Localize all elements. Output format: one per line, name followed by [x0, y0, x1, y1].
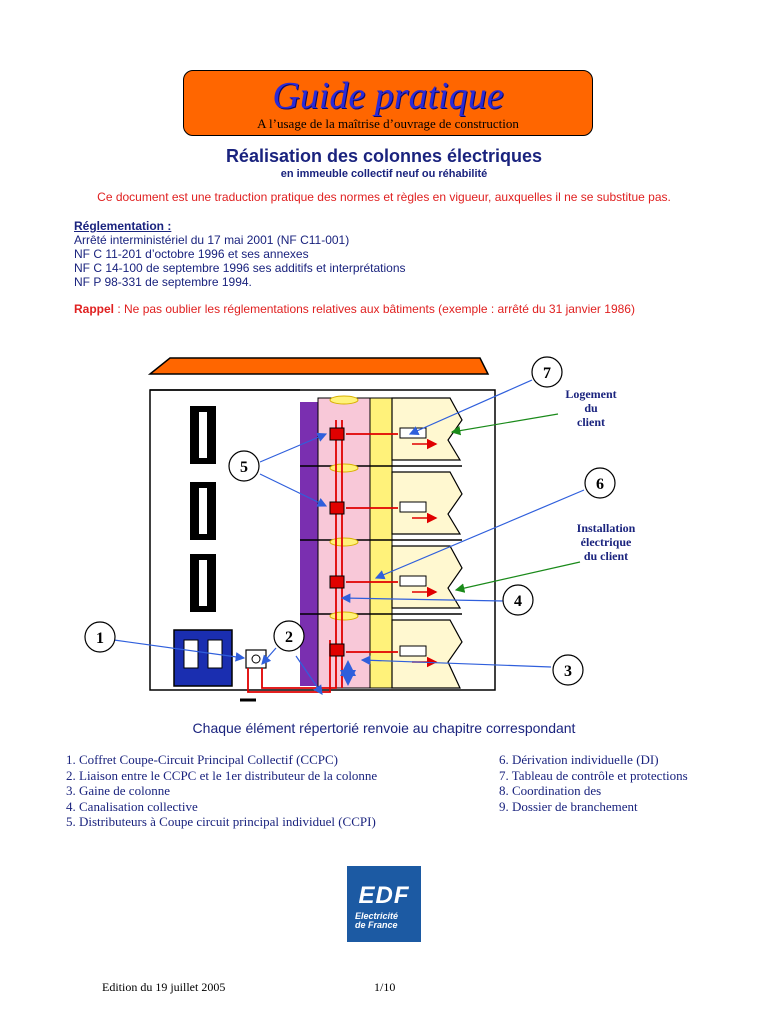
entrance-door	[173, 629, 233, 687]
guide-title: Guide pratique	[272, 75, 504, 117]
roof	[147, 357, 490, 375]
reglementation-line: NF C 14-100 de septembre 1996 ses additi…	[74, 261, 406, 275]
rappel-text: : Ne pas oublier les réglementations rel…	[114, 302, 635, 316]
building-diagram: 1 2 3 4 5 6 7	[84, 356, 616, 702]
page-subheading: en immeuble collectif neuf ou réhabilité	[280, 168, 488, 180]
marker-1-label: 1	[96, 630, 104, 647]
list-item: 9. Dossier de branchement	[499, 798, 638, 814]
marker-5-label: 5	[240, 459, 248, 476]
installation-label: Installation électrique du client	[576, 521, 636, 563]
marker-6-label: 6	[596, 476, 604, 493]
footer-edition: Edition du 19 juillet 2005	[102, 980, 226, 994]
marker-1	[84, 621, 116, 653]
marker-5	[228, 450, 260, 482]
marker-6	[584, 467, 616, 499]
list-item: 8. Coordination des	[499, 783, 602, 798]
list-item: 6. Dérivation individuelle (DI)	[499, 752, 659, 767]
rappel-note: Rappel : Ne pas oublier les réglementati…	[74, 302, 635, 316]
logement-label: Logement du client	[565, 387, 617, 429]
marker-2	[273, 620, 305, 652]
reglementation-line: Arrêté interministériel du 17 mai 2001 (…	[74, 233, 350, 247]
page-heading: Réalisation des colonnes électriques	[225, 146, 543, 166]
apartments	[391, 397, 463, 689]
list-item: 5. Distributeurs à Coupe circuit princip…	[66, 814, 376, 829]
marker-3-label: 3	[564, 663, 572, 680]
reglementation-line: NF P 98-331 de septembre 1994.	[74, 275, 252, 289]
edf-logo: EDF Electricité de France	[347, 866, 421, 942]
edf-logo-subtitle: Electricité de France	[355, 911, 399, 930]
distributors	[329, 427, 345, 657]
list-item: 4. Canalisation collective	[66, 798, 198, 814]
collective-duct	[369, 397, 393, 689]
edf-logo-text: EDF	[358, 882, 410, 909]
page-number: 1/10	[374, 980, 396, 994]
rappel-label: Rappel	[74, 302, 115, 316]
guide-subtitle: A l’usage de la maîtrise d’ouvrage de co…	[257, 116, 519, 131]
list-item: 3. Gaine de colonne	[66, 783, 170, 798]
marker-7	[531, 356, 563, 388]
chapter-note: Chaque élément répertorié renvoie au cha…	[192, 720, 576, 736]
list-item: 1. Coffret Coupe-Circuit Principal Colle…	[66, 752, 339, 767]
marker-3	[552, 654, 584, 686]
list-item: 7. Tableau de contrôle et protections	[499, 767, 688, 783]
disclaimer: Ce document est une traduction pratique …	[97, 190, 671, 204]
marker-4-label: 4	[514, 593, 522, 610]
reglementation-line: NF C 11-201 d’octobre 1996 et ses annexe…	[74, 247, 309, 261]
marker-2-label: 2	[285, 629, 293, 646]
wall-band	[300, 402, 318, 686]
legend-list-right: 6. Dérivation individuelle (DI) 7. Table…	[499, 752, 688, 814]
legend-list-left: 1. Coffret Coupe-Circuit Principal Colle…	[66, 752, 377, 830]
marker-4	[502, 584, 534, 616]
marker-7-label: 7	[543, 365, 551, 382]
reglementation-title: Réglementation :	[74, 219, 172, 233]
title-box: Guide pratique A l’usage de la maîtrise …	[183, 70, 593, 136]
list-item: 2. Liaison entre le CCPC et le 1er distr…	[66, 767, 378, 783]
ccpc-box	[245, 649, 267, 669]
